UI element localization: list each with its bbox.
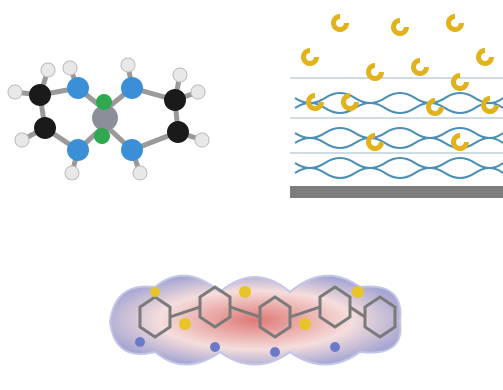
- dna-surface-illustration: [290, 14, 503, 198]
- metal-complex-model: [7, 57, 210, 181]
- metal-complex-panel: [0, 40, 215, 200]
- dna-surface-panel: [290, 8, 503, 198]
- esp-oligomer-panel: [100, 252, 408, 382]
- esp-oligomer-model: [108, 274, 402, 366]
